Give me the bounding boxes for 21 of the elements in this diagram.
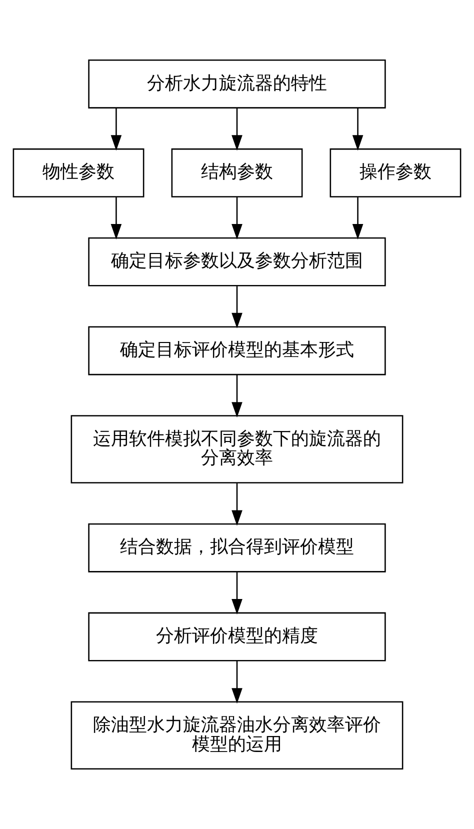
arrow (232, 572, 242, 614)
arrow (352, 108, 364, 151)
node-box: 分析水力旋流器的特性 (88, 60, 386, 108)
arrow (232, 483, 242, 526)
node-box: 物性参数 (12, 148, 144, 198)
arrow (232, 197, 242, 240)
node-box: 结构参数 (171, 148, 303, 198)
node-box: 确定目标参数以及参数分析范围 (88, 237, 386, 286)
arrow (232, 374, 242, 418)
arrow (352, 197, 364, 240)
node-box: 结合数据，拟合得到评价模型 (88, 523, 386, 572)
arrow (232, 108, 242, 151)
node-box: 除油型水力旋流器油水分离效率评价模型的运用 (70, 701, 404, 770)
arrow (232, 286, 242, 328)
arrow (232, 660, 242, 704)
node-box: 分析评价模型的精度 (88, 612, 386, 662)
node-box: 确定目标评价模型的基本形式 (88, 326, 386, 376)
arrow (110, 108, 122, 151)
node-box: 运用软件模拟不同参数下的旋流器的分离效率 (70, 415, 404, 484)
arrow (110, 197, 122, 240)
node-box: 操作参数 (330, 148, 462, 198)
